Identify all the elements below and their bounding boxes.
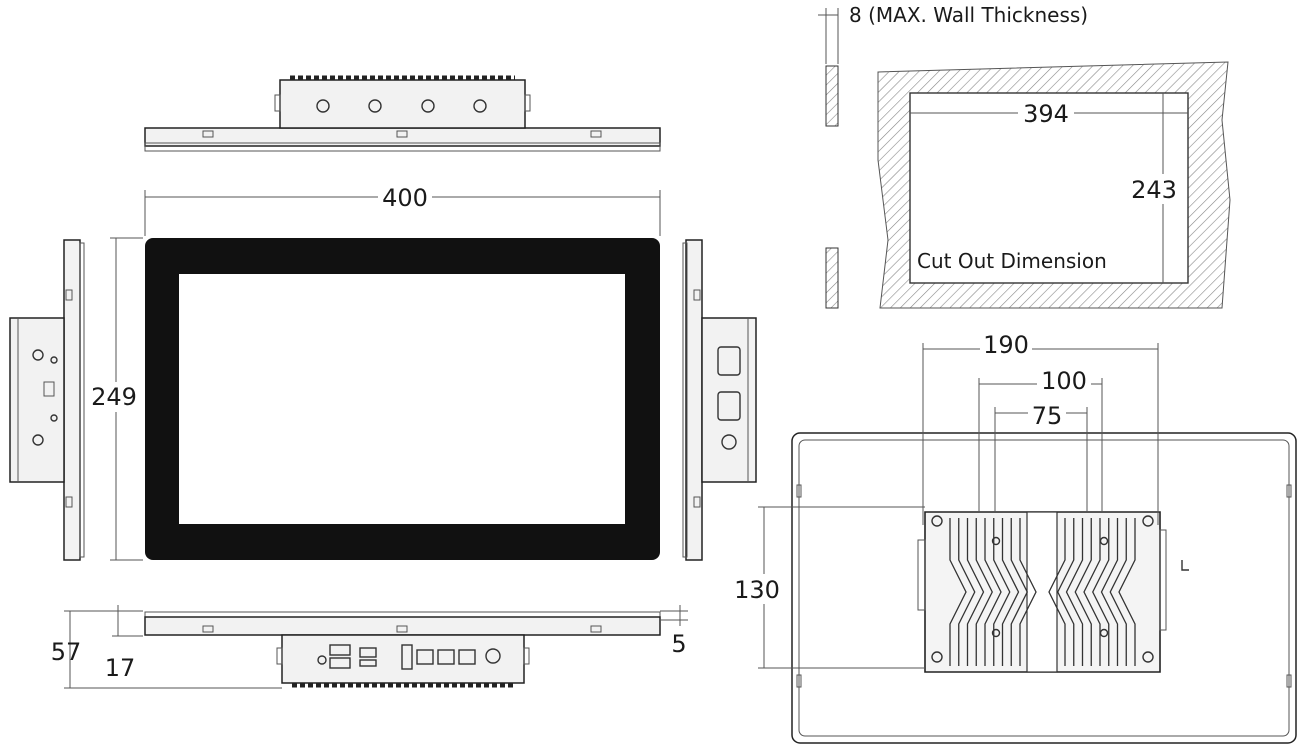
- cutout-view: 394 243 Cut Out Dimension: [877, 61, 1231, 309]
- heatsink-fin: [1010, 518, 1028, 666]
- heatsink-fin: [984, 518, 1002, 666]
- dim-depth-total: 57: [51, 638, 82, 666]
- heatsink-fin: [1100, 518, 1119, 666]
- heatsink-fin: [1109, 518, 1127, 666]
- heatsink-fin: [949, 518, 967, 666]
- cutout-label: Cut Out Dimension: [917, 249, 1107, 273]
- heatsink-fin: [1083, 518, 1101, 666]
- dim-bezel: 5: [671, 630, 686, 658]
- dim-cutout-height: 243: [1131, 176, 1177, 204]
- wall-thickness-label: 8 (MAX. Wall Thickness): [849, 3, 1088, 27]
- heatsink-fin: [1019, 518, 1037, 666]
- dim-vesa-mid: 100: [1041, 367, 1087, 395]
- dim-height: 249: [91, 383, 137, 411]
- top-view: [144, 75, 661, 152]
- heatsink-fin: [1074, 518, 1092, 666]
- heatsink-fin: [1118, 518, 1136, 666]
- heatsink: [917, 511, 1167, 673]
- heatsink-fin: [993, 518, 1011, 666]
- dim-depth-panel: 17: [105, 654, 136, 682]
- dim-width: 400: [382, 184, 428, 212]
- front-view: 400 249: [90, 183, 661, 561]
- dim-vesa-inner: 75: [1032, 402, 1063, 430]
- dim-vesa-outer: 190: [983, 331, 1029, 359]
- wall-section: 8 (MAX. Wall Thickness): [818, 3, 1088, 309]
- left-side-view: [9, 239, 85, 561]
- heatsink-fin: [1092, 518, 1110, 666]
- screen-active-area: [179, 274, 625, 524]
- heatsink-fin: [1065, 518, 1084, 666]
- dim-mount-height: 130: [734, 576, 780, 604]
- top-view-box: [279, 79, 526, 129]
- right-side-view: [682, 239, 757, 561]
- heatsink-fin: [1001, 518, 1020, 666]
- heatsink-fin: [966, 518, 985, 666]
- heatsink-fin: [1048, 518, 1066, 666]
- heatsink-fin: [975, 518, 993, 666]
- heatsink-fin: [958, 518, 976, 666]
- heatsink-fin: [1057, 518, 1075, 666]
- dim-cutout-width: 394: [1023, 100, 1069, 128]
- rear-view: 190 100 75 130: [733, 330, 1297, 744]
- bottom-view: 57 17 5: [51, 605, 688, 689]
